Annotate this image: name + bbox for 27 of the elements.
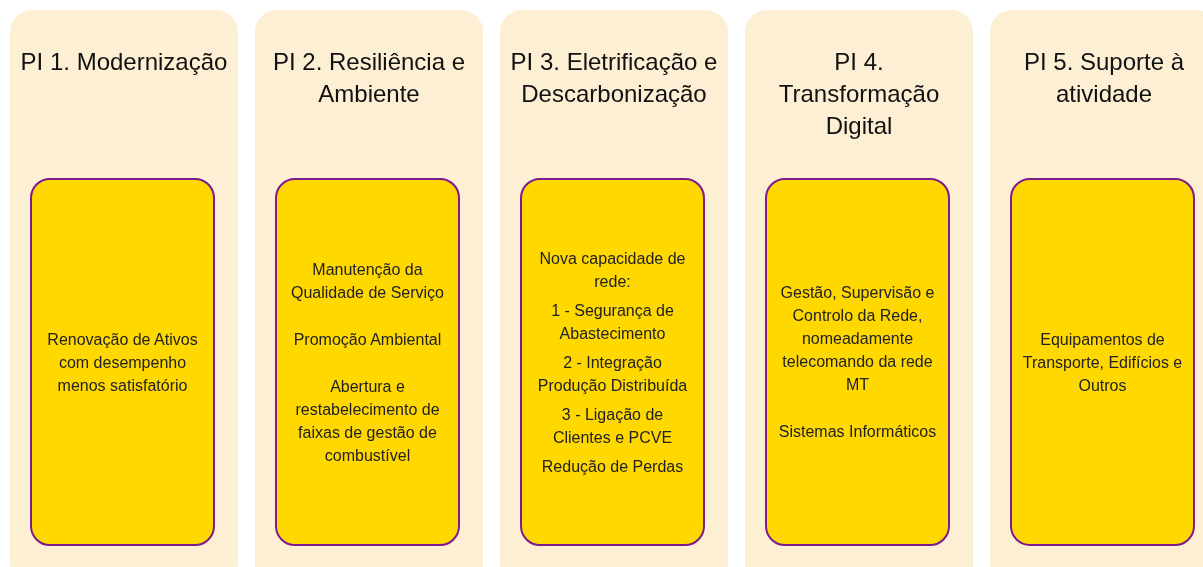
content-box xyxy=(765,178,950,546)
box-text: Nova capacidade de rede: xyxy=(538,248,687,292)
box-text: Sistemas Informáticos xyxy=(778,422,937,442)
column-panel xyxy=(255,10,483,567)
column-panel xyxy=(745,10,973,567)
column-heading: PI 3. Eletrificação e Descarbonização xyxy=(509,47,719,109)
content-box xyxy=(1010,178,1195,546)
box-text: Abertura e restabelecimento de faixas de gestão de combustível xyxy=(294,376,441,466)
box-text: Promoção Ambiental xyxy=(293,329,442,350)
box-text: 2 - Integração Produção Distribuída xyxy=(536,352,689,396)
column-heading: PI 1. Modernização xyxy=(19,47,229,77)
column-heading: PI 4. Transformação Digital xyxy=(777,47,941,141)
column-panel xyxy=(10,10,238,567)
column-heading: PI 5. Suporte à atividade xyxy=(1022,47,1186,109)
content-box xyxy=(520,178,705,546)
box-text: Gestão, Supervisão e Controlo da Rede, nomeadamente telecomando da rede MT xyxy=(779,283,936,395)
content-box xyxy=(30,178,215,546)
box-text: Redução de Perdas xyxy=(541,456,684,477)
box-text: Renovação de Ativos com desempenho menos satisfatório xyxy=(46,329,199,396)
column-heading: PI 2. Resiliência e Ambiente xyxy=(271,47,467,109)
column-panel xyxy=(500,10,728,567)
column-panel xyxy=(990,10,1203,567)
content-box xyxy=(275,178,460,546)
box-text: Equipamentos de Transporte, Edifícios e Outros xyxy=(1022,329,1183,396)
box-text: 3 - Ligação de Clientes e PCVE xyxy=(551,404,674,448)
box-text: 1 - Segurança de Abastecimento xyxy=(550,300,675,344)
box-text: Manutenção da Qualidade de Serviço xyxy=(290,259,445,303)
